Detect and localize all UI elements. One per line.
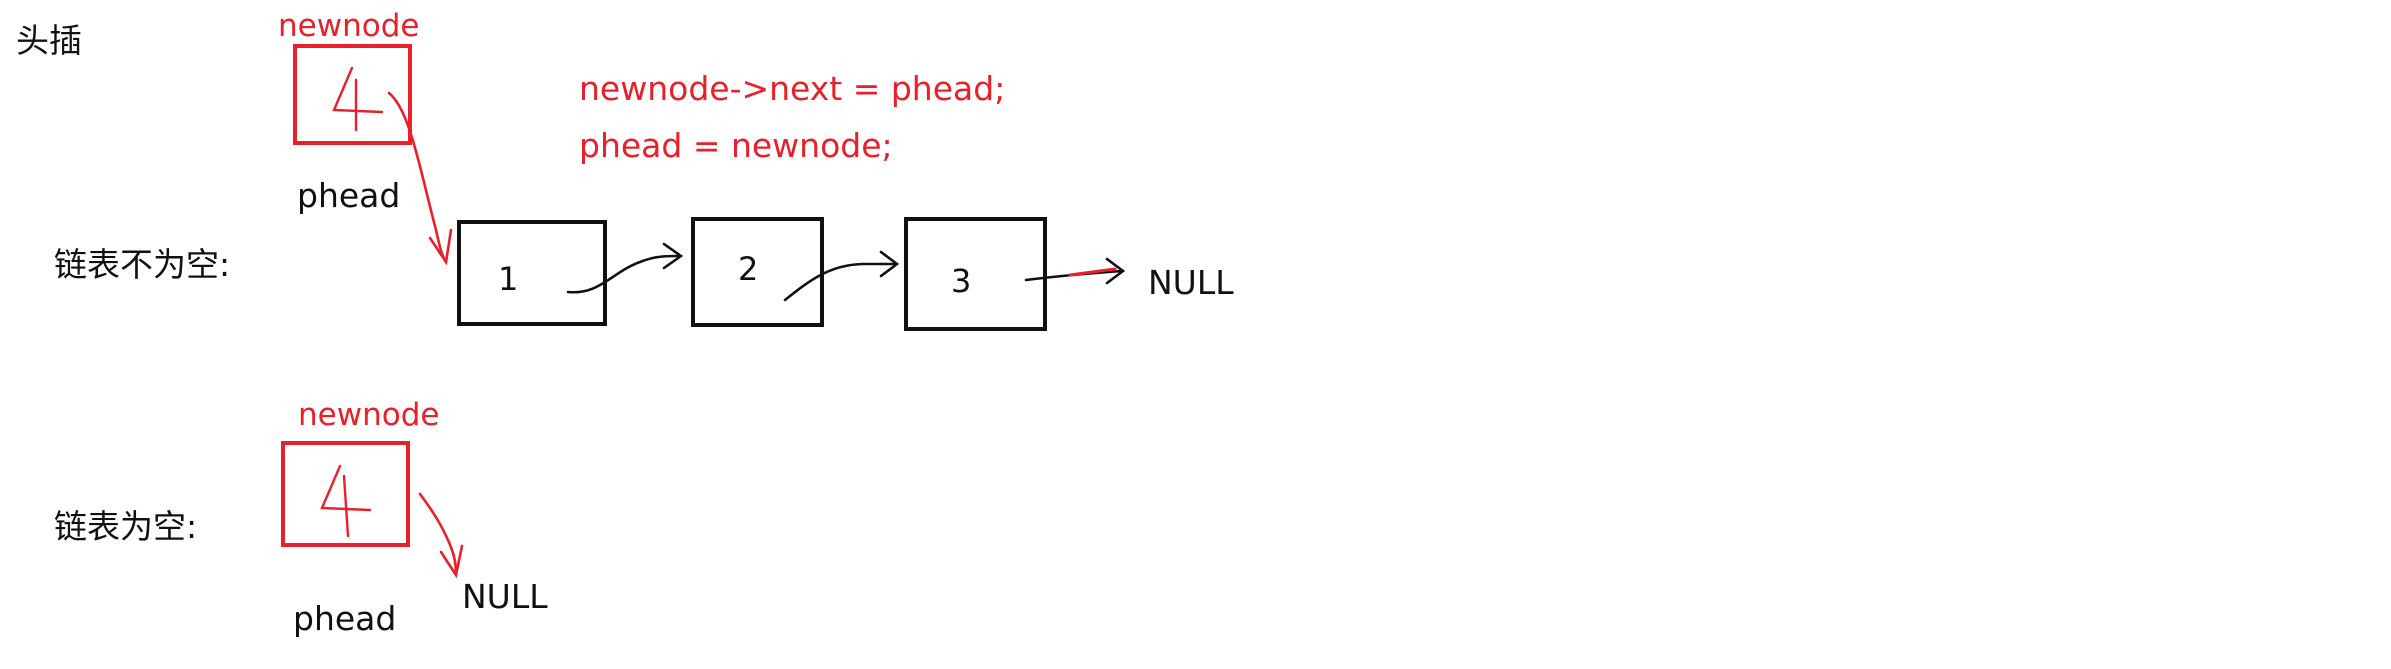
- empty-section-label: 链表为空:: [54, 507, 197, 546]
- newnode-box-top: [293, 44, 412, 145]
- newnode-null-arrow: [418, 492, 458, 576]
- code-line-1: newnode->next = phead;: [579, 69, 1005, 108]
- nonempty-section-label: 链表不为空:: [54, 245, 230, 284]
- list-node-1-value: 1: [498, 260, 518, 298]
- list-node-3-box: [904, 217, 1047, 331]
- node-3-next-arrow: [1024, 269, 1124, 282]
- phead-label-bottom: phead: [293, 599, 396, 638]
- newnode-next-arrowhead: [428, 228, 453, 266]
- node-3-next-arrowhead: [1105, 257, 1126, 285]
- node-2-next-arrowhead: [879, 250, 900, 278]
- list-node-1-box: [457, 220, 607, 326]
- newnode-digit-top: [332, 66, 384, 132]
- null-label-bottom: NULL: [462, 577, 548, 616]
- node-1-next-arrowhead: [662, 242, 684, 270]
- newnode-null-arrowhead: [439, 544, 464, 579]
- node-2-next-arrow: [783, 262, 898, 302]
- newnode-label-top: newnode: [278, 8, 419, 44]
- null-label-top: NULL: [1148, 263, 1234, 302]
- list-node-3-value: 3: [951, 262, 971, 300]
- diagram-title: 头插: [16, 21, 82, 60]
- newnode-box-bottom: [281, 441, 410, 547]
- newnode-digit-bottom: [320, 464, 372, 538]
- code-line-2: phead = newnode;: [579, 126, 893, 165]
- list-node-2-box: [691, 217, 824, 327]
- newnode-next-arrow: [387, 91, 448, 264]
- list-node-2-value: 2: [738, 250, 758, 288]
- node-1-next-arrow: [566, 254, 682, 294]
- phead-label-top: phead: [297, 176, 400, 215]
- node-3-red-stroke: [1068, 267, 1117, 277]
- newnode-label-bottom: newnode: [298, 397, 439, 433]
